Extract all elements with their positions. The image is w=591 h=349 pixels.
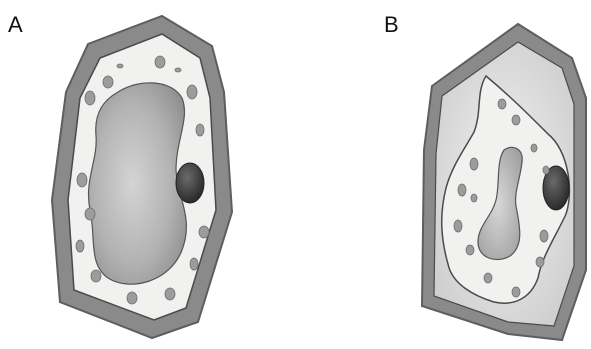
cell-b	[422, 24, 586, 340]
cell-a-vacuole	[88, 83, 186, 284]
cell-a	[52, 16, 232, 338]
cell-a-nucleus	[176, 163, 204, 203]
